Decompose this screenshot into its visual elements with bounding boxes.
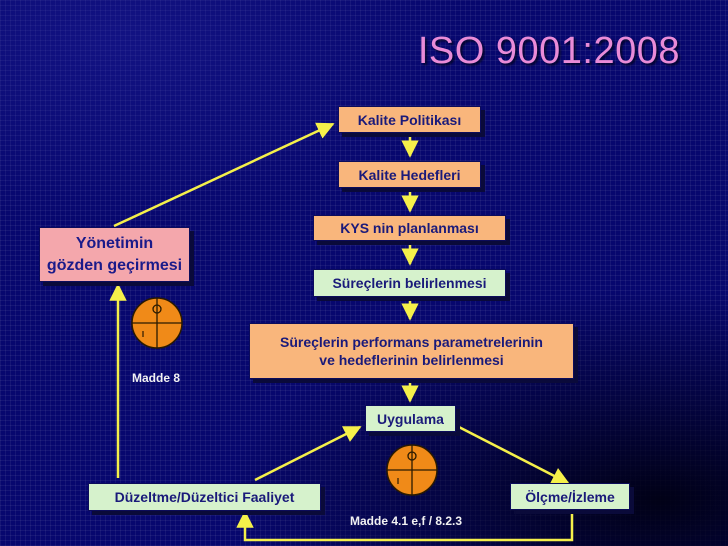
box-olcme-izleme: Ölçme/İzleme (510, 483, 630, 510)
arrow-olcme-to-duzeltme (236, 510, 574, 542)
box-sureclerin-belirlenmesi: Süreçlerin belirlenmesi (313, 269, 506, 297)
crosshair-target-icon (130, 296, 184, 350)
arrow-duzeltme-to-uygulama (254, 425, 362, 482)
arrow-uygulama-to-olcme (454, 423, 570, 485)
note-madde-4-1: Madde 4.1 e,f / 8.2.3 (350, 514, 463, 528)
box-yonetimin-gozden-gecirmesi: Yönetimin gözden geçirmesi (39, 227, 190, 282)
note-madde-8: Madde 8 (132, 371, 181, 385)
box-uygulama-label: Uygulama (377, 410, 444, 427)
box-kys-planlanmasi: KYS nin planlanması (313, 215, 506, 241)
box-yonetim-line2: gözden geçirmesi (46, 256, 183, 274)
box-kys-planlanmasi-label: KYS nin planlanması (340, 220, 479, 236)
box-duzeltme-label: Düzeltme/Düzeltici Faaliyet (114, 489, 295, 505)
box-sureclerin-belirlenmesi-label: Süreçlerin belirlenmesi (332, 275, 487, 291)
box-performans-parametreleri: Süreçlerin performans parametrelerinin v… (249, 323, 574, 379)
arrow-yonetim-to-politika (113, 122, 335, 228)
box-kalite-politikasi: Kalite Politikası (338, 106, 481, 133)
box-kalite-hedefleri: Kalite Hedefleri (338, 161, 481, 188)
box-duzeltme-faaliyet: Düzeltme/Düzeltici Faaliyet (88, 483, 321, 511)
crosshair-target-icon (385, 443, 439, 497)
box-uygulama: Uygulama (365, 405, 456, 432)
box-olcme-izleme-label: Ölçme/İzleme (525, 488, 615, 505)
slide-title: ISO 9001:2008 (417, 30, 680, 72)
box-performans-line1: Süreçlerin performans parametrelerinin (280, 334, 543, 350)
box-yonetim-line1: Yönetimin (75, 234, 154, 252)
box-performans-line2: ve hedeflerinin belirlenmesi (319, 352, 504, 368)
box-kalite-hedefleri-label: Kalite Hedefleri (358, 166, 461, 183)
box-kalite-politikasi-label: Kalite Politikası (357, 111, 462, 128)
